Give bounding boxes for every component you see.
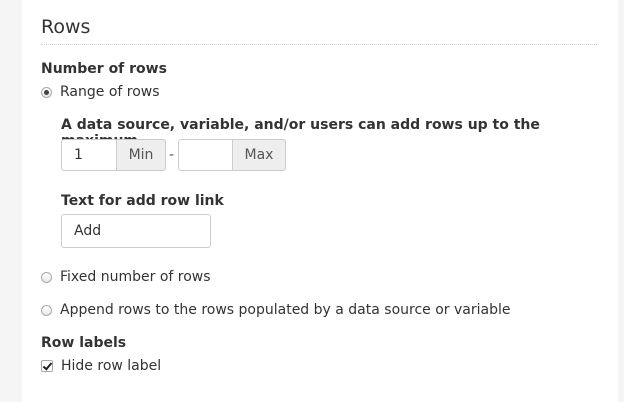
fixed-rows-radio[interactable] bbox=[41, 271, 52, 283]
hide-row-label-text: Hide row label bbox=[61, 358, 162, 374]
append-rows-label: Append rows to the rows populated by a d… bbox=[60, 302, 511, 318]
range-of-rows-label: Range of rows bbox=[60, 84, 160, 100]
max-addon: Max bbox=[233, 139, 286, 171]
number-of-rows-label: Number of rows bbox=[41, 61, 167, 77]
min-input-group: Min bbox=[61, 139, 166, 171]
append-rows-radio[interactable] bbox=[41, 304, 52, 316]
min-addon: Min bbox=[117, 139, 166, 171]
section-divider bbox=[41, 44, 597, 45]
append-rows-option[interactable]: Append rows to the rows populated by a d… bbox=[41, 302, 510, 318]
max-input-group: Max bbox=[178, 139, 286, 171]
add-link-text-input[interactable] bbox=[61, 214, 211, 248]
row-labels-label: Row labels bbox=[41, 335, 127, 351]
fixed-rows-label: Fixed number of rows bbox=[60, 269, 211, 285]
hide-row-label-checkbox[interactable] bbox=[41, 360, 53, 372]
rows-panel: Rows Number of rows Range of rows A data… bbox=[22, 0, 618, 402]
fixed-rows-option[interactable]: Fixed number of rows bbox=[41, 269, 211, 285]
hide-row-label-option[interactable]: Hide row label bbox=[41, 358, 161, 374]
add-link-label: Text for add row link bbox=[61, 193, 224, 209]
range-of-rows-option[interactable]: Range of rows bbox=[41, 84, 160, 100]
section-title: Rows bbox=[41, 16, 91, 38]
range-of-rows-radio[interactable] bbox=[41, 86, 52, 98]
range-separator: - bbox=[169, 147, 175, 163]
max-rows-input[interactable] bbox=[178, 139, 233, 171]
min-rows-input[interactable] bbox=[61, 139, 117, 171]
